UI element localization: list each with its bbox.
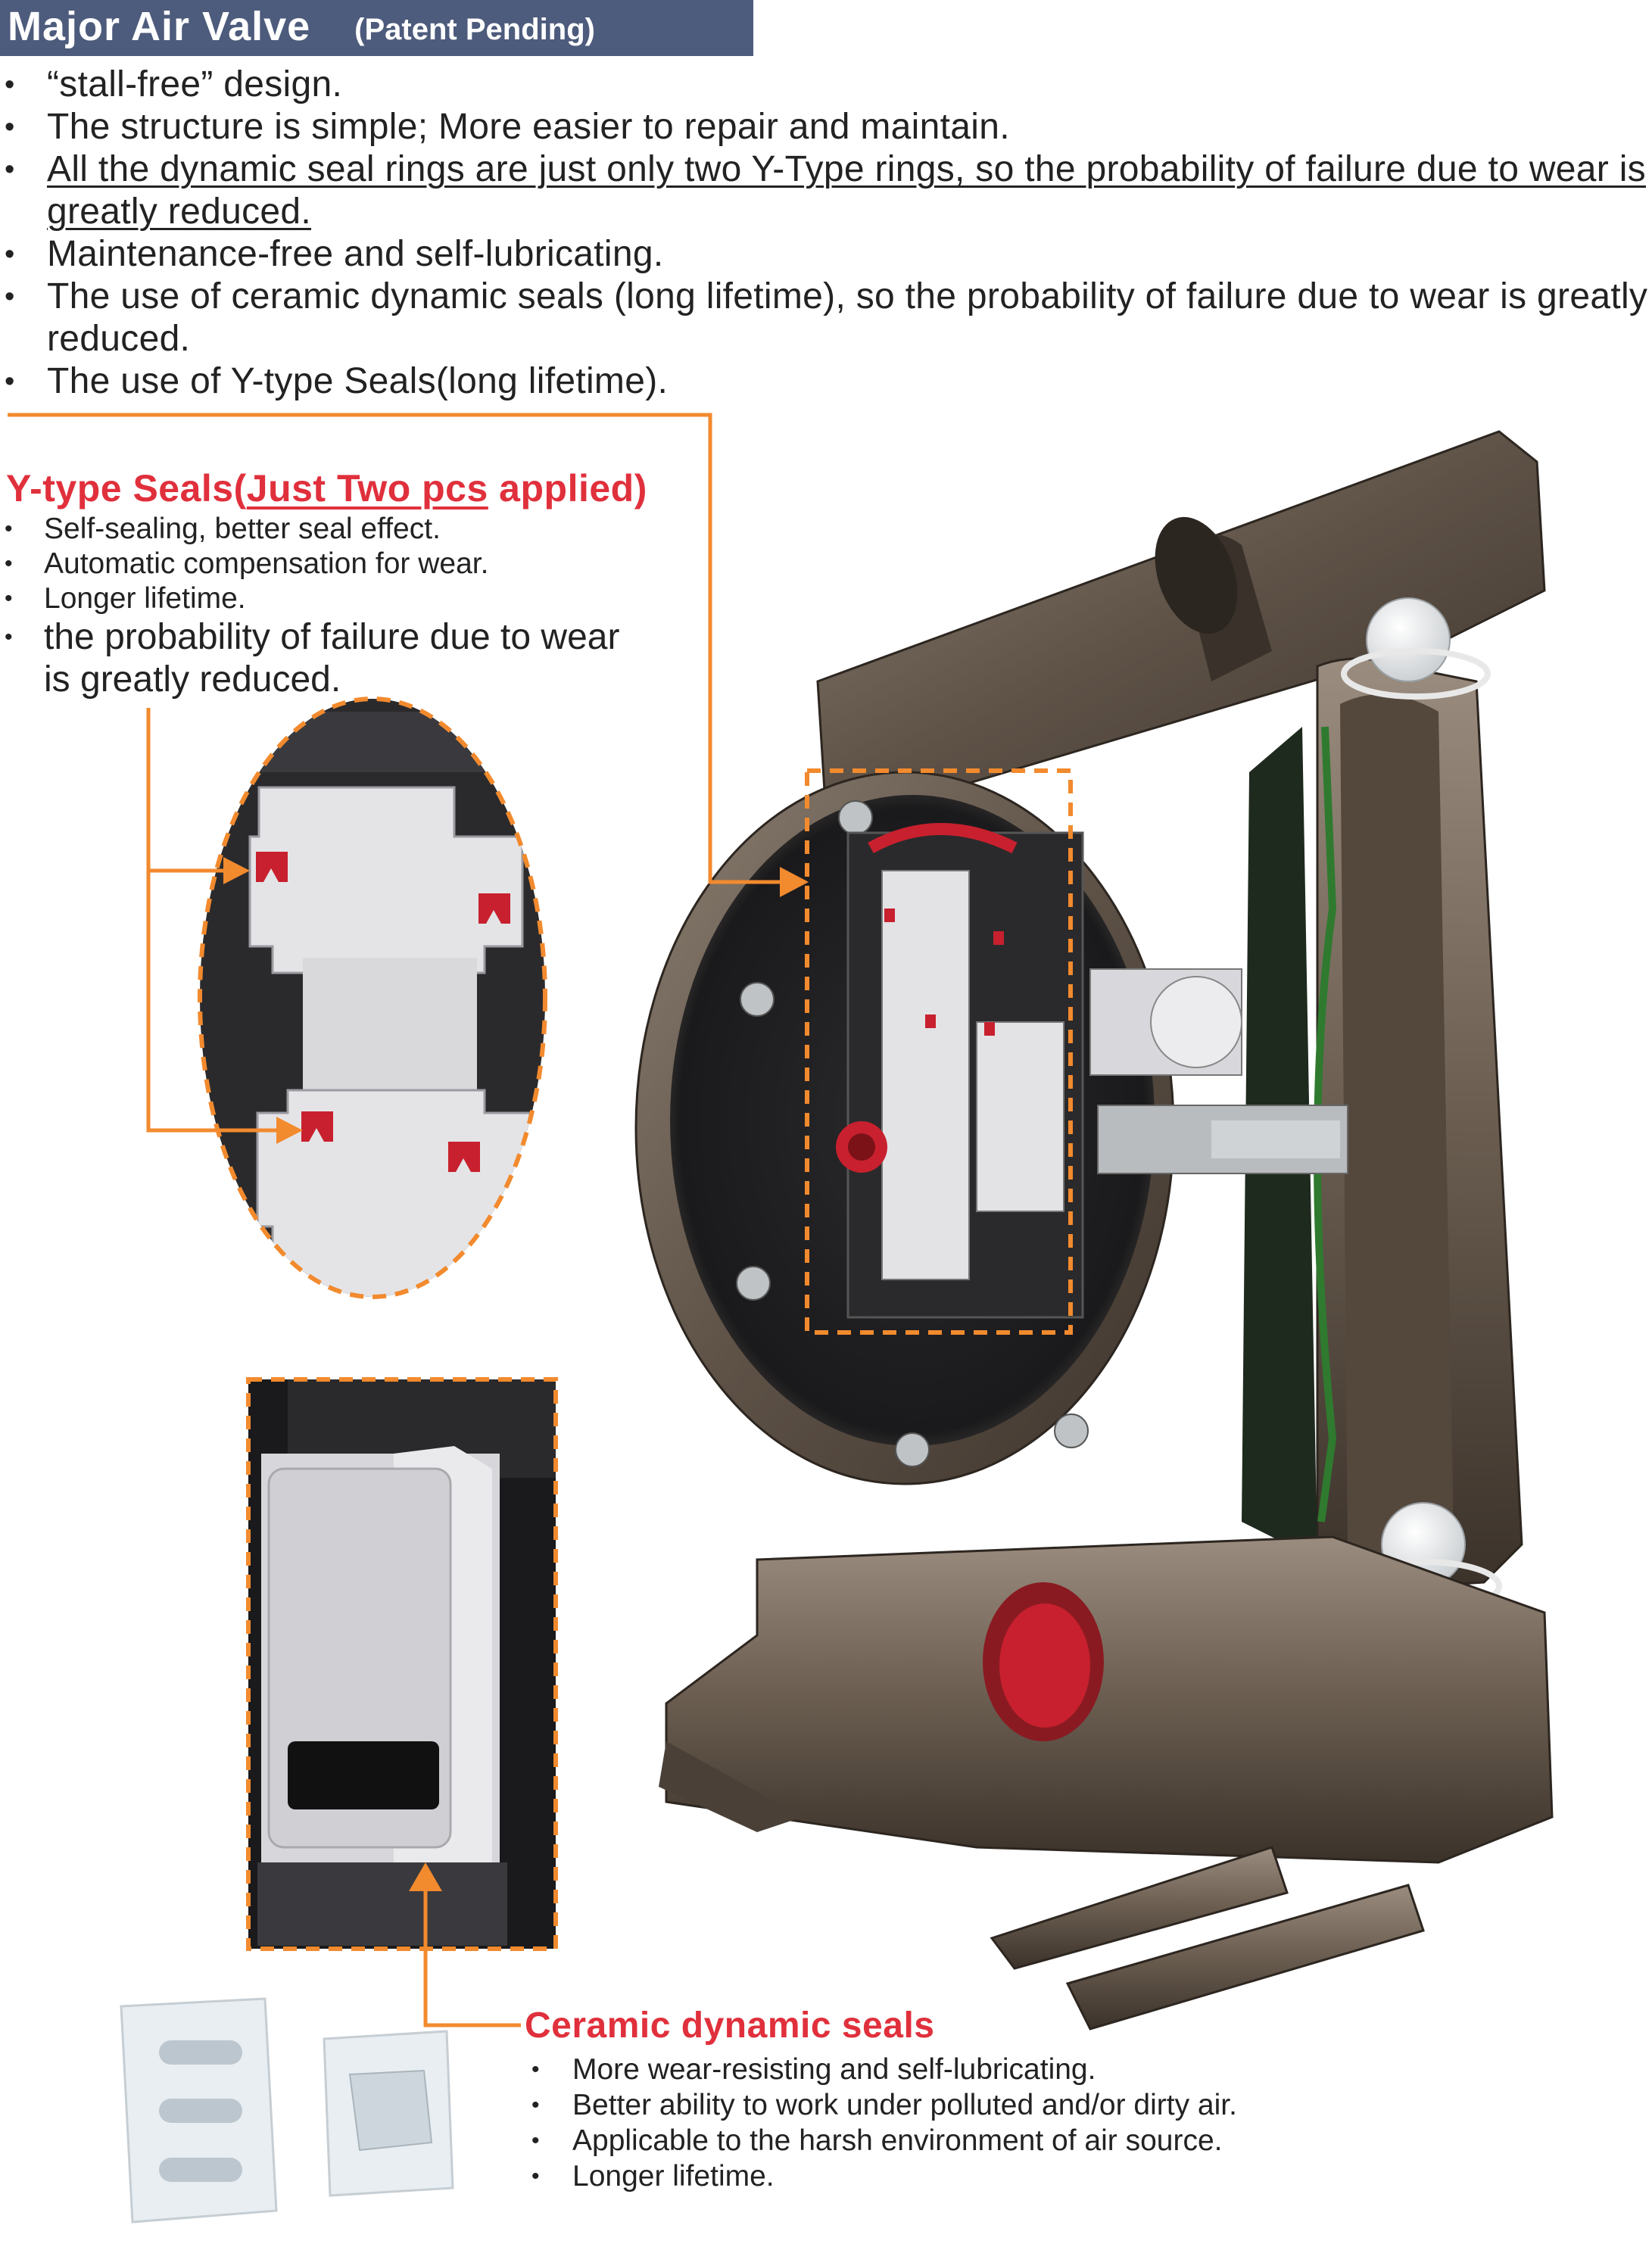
feature-item: The use of ceramic dynamic seals (long l… (0, 276, 1650, 360)
ytype-item: Longer lifetime. (0, 581, 651, 616)
ceramic-item: Longer lifetime. (530, 2158, 1363, 2194)
pump-cutaway-illustration (634, 430, 1554, 2031)
y-seal-zoom-illustration (198, 697, 547, 1299)
ceramic-item: Better ability to work under polluted an… (530, 2087, 1363, 2123)
callout-lines (8, 413, 784, 2027)
ytype-item: Self-sealing, better seal effect. (0, 512, 651, 547)
ceramic-seal-zoom-illustration (246, 1377, 558, 1951)
ceramic-feature-list: More wear-resisting and self-lubricating… (530, 2052, 1363, 2194)
ytype-section-title: Y-type Seals(Just Two pcs applied) (6, 467, 647, 510)
ceramic-seal-parts-illustration (120, 1997, 454, 2224)
feature-item: The use of Y-type Seals(long lifetime). (0, 360, 1650, 403)
feature-item-underlined: All the dynamic seal rings are just only… (0, 148, 1650, 233)
page-subtitle: (Patent Pending) (354, 13, 595, 46)
ceramic-item: Applicable to the harsh environment of a… (530, 2123, 1363, 2158)
ytype-feature-list: Self-sealing, better seal effect. Automa… (0, 512, 651, 701)
ytype-item: Automatic compensation for wear. (0, 547, 651, 581)
ceramic-item: More wear-resisting and self-lubricating… (530, 2052, 1363, 2087)
callout-arrowheads (223, 857, 809, 1891)
page-title: Major Air Valve (8, 4, 311, 49)
header-bar: Major Air Valve (Patent Pending) (0, 0, 753, 56)
ceramic-section-title: Ceramic dynamic seals (525, 2006, 935, 2046)
ytype-item: the probability of failure due to wear i… (0, 616, 651, 701)
feature-item: “stall-free” design. (0, 64, 1650, 106)
valve-highlight-box (805, 768, 1073, 1335)
feature-item: The structure is simple; More easier to … (0, 106, 1650, 148)
feature-item: Maintenance-free and self-lubricating. (0, 233, 1650, 276)
main-feature-list: “stall-free” design. The structure is si… (0, 64, 1650, 403)
